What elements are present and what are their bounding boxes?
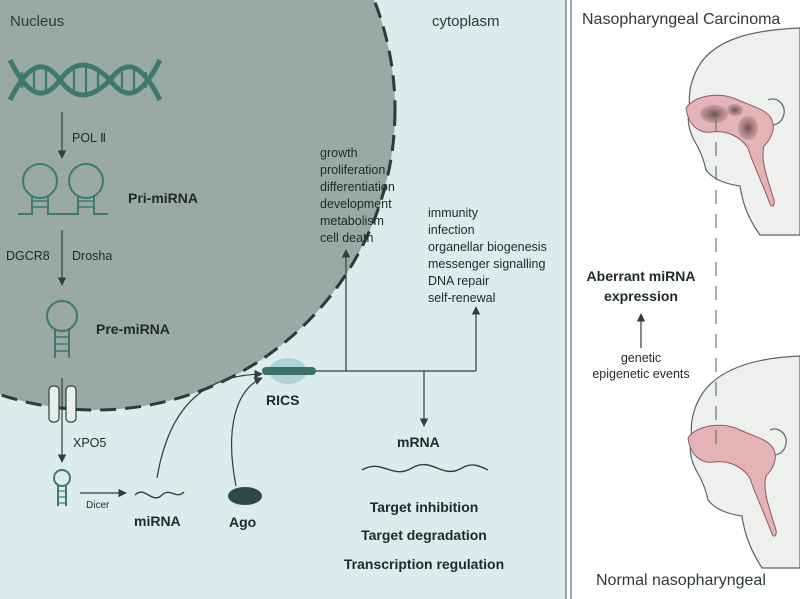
mrna-strand-icon bbox=[361, 463, 489, 473]
function-item: cell death bbox=[320, 231, 374, 245]
ago-protein-icon bbox=[228, 487, 262, 505]
dgcr8-label: DGCR8 bbox=[6, 249, 50, 263]
function-item: DNA repair bbox=[428, 274, 489, 288]
nucleus-label: Nucleus bbox=[10, 13, 64, 30]
dicer-label: Dicer bbox=[86, 500, 110, 511]
mature-mirna-icon bbox=[134, 491, 185, 499]
function-item: infection bbox=[428, 223, 475, 237]
functions-left-list: growth proliferation differentiation dev… bbox=[320, 146, 395, 245]
function-item: organellar biogenesis bbox=[428, 240, 547, 254]
normal-head-illustration bbox=[687, 355, 800, 569]
carcinoma-head-illustration bbox=[685, 27, 800, 236]
carcinoma-title: Nasopharyngeal Carcinoma bbox=[582, 11, 780, 28]
function-item: proliferation bbox=[320, 163, 385, 177]
pri-mirna-icon bbox=[18, 163, 108, 215]
outcome-item: Target inhibition bbox=[370, 499, 479, 515]
pol-ii-label: POL Ⅱ bbox=[72, 131, 106, 145]
drosha-label: Drosha bbox=[72, 249, 112, 263]
cytoplasmic-pre-mirna-icon bbox=[53, 469, 71, 506]
ago-to-rics-arrow bbox=[231, 377, 263, 487]
functions-right-list: immunity infection organellar biogenesis… bbox=[428, 206, 547, 305]
cause-label: genetic bbox=[621, 351, 661, 365]
mirna-to-rics-arrow bbox=[156, 369, 263, 479]
function-item: immunity bbox=[428, 206, 479, 220]
aberrant-expression-label: Aberrant miRNA bbox=[587, 268, 696, 284]
ago-label: Ago bbox=[229, 514, 256, 530]
mirna-label: miRNA bbox=[134, 513, 181, 529]
xpo5-pore-icon bbox=[48, 385, 77, 423]
pri-mirna-label: Pri-miRNA bbox=[128, 190, 198, 206]
rics-label: RICS bbox=[266, 392, 299, 408]
outcome-item: Transcription regulation bbox=[344, 556, 504, 572]
xpo5-label: XPO5 bbox=[73, 436, 106, 450]
nucleus-region bbox=[0, 0, 395, 410]
normal-title: Normal nasopharyngeal bbox=[596, 572, 766, 589]
function-item: differentiation bbox=[320, 180, 395, 194]
cytoplasm-label: cytoplasm bbox=[432, 13, 500, 30]
mrna-label: mRNA bbox=[397, 434, 440, 450]
function-item: development bbox=[320, 197, 392, 211]
function-item: metabolism bbox=[320, 214, 384, 228]
dna-helix-icon bbox=[7, 58, 163, 102]
function-item: growth bbox=[320, 146, 358, 160]
outcome-item: Target degradation bbox=[361, 527, 487, 543]
function-item: self-renewal bbox=[428, 291, 495, 305]
aberrant-expression-label-2: expression bbox=[604, 288, 678, 304]
cause-label-2: epigenetic events bbox=[592, 367, 689, 381]
rics-complex-icon bbox=[262, 358, 316, 384]
nuclear-membrane bbox=[0, 0, 397, 412]
pre-mirna-label: Pre-miRNA bbox=[96, 321, 170, 337]
pre-mirna-icon bbox=[46, 300, 78, 358]
function-item: messenger signalling bbox=[428, 257, 545, 271]
